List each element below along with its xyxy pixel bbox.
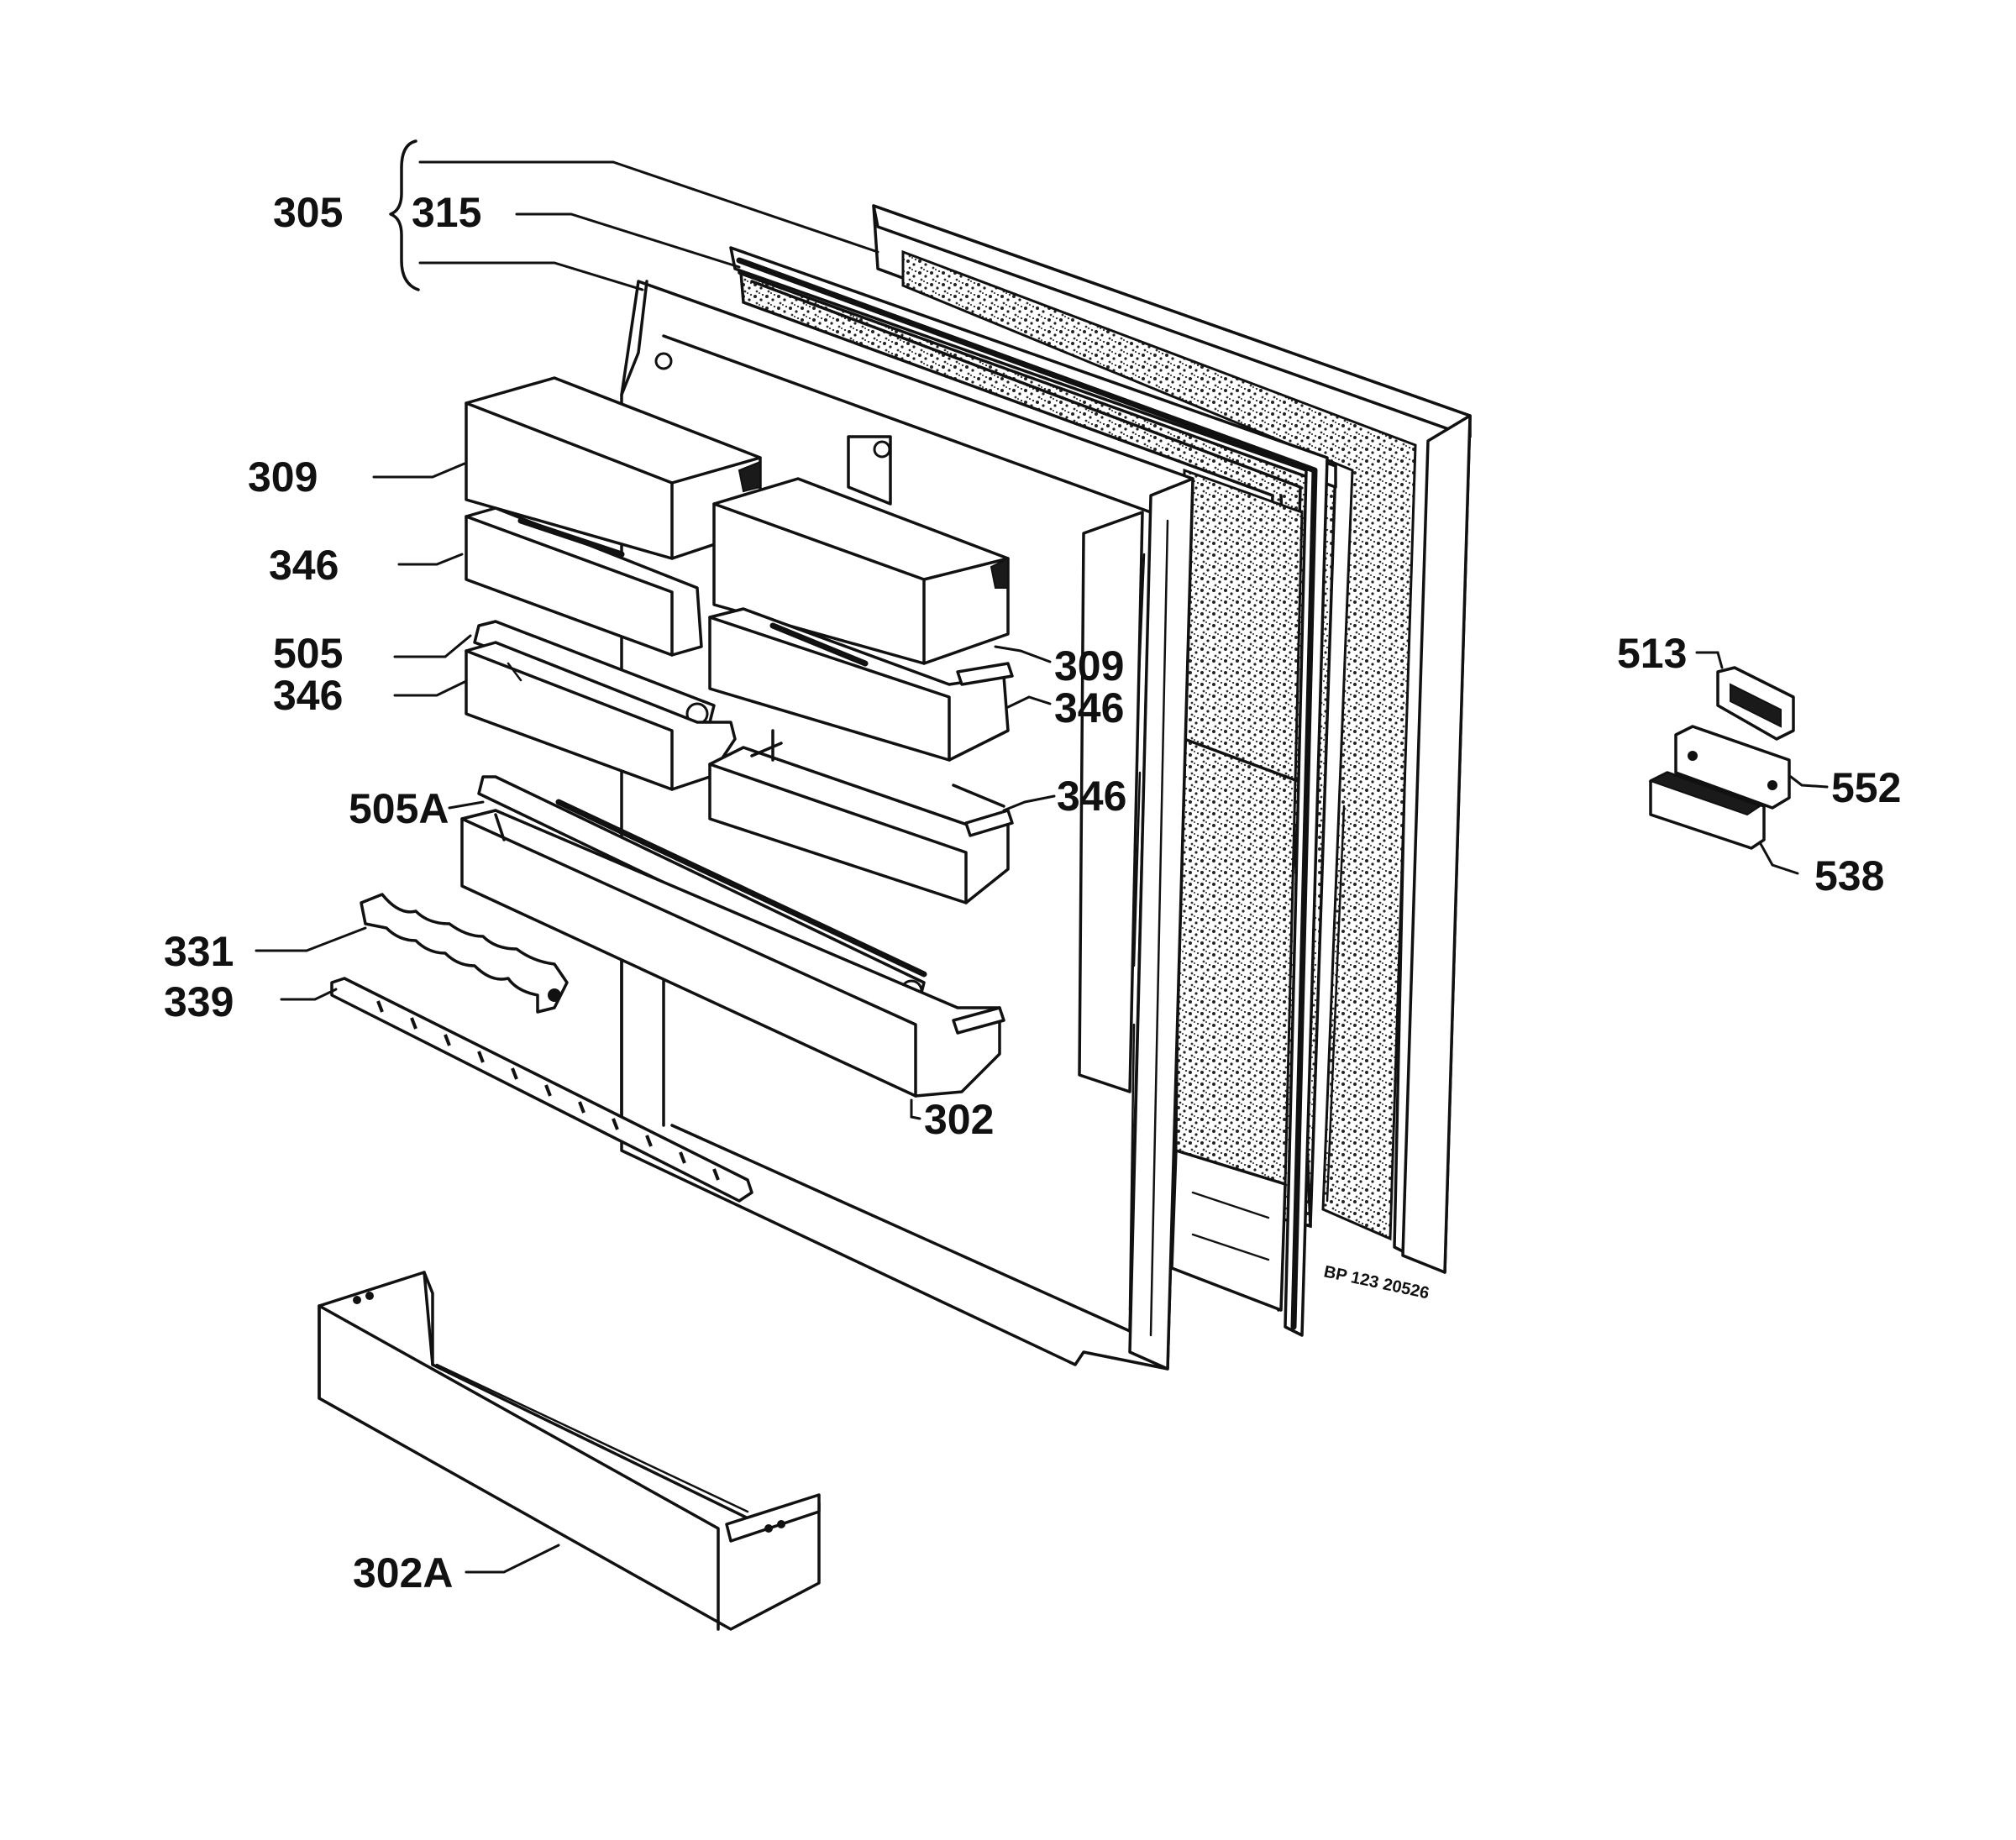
- outer-door-panel: [872, 204, 1472, 1274]
- shelf-under-box-right: [708, 607, 1014, 762]
- label-305: 305: [273, 189, 343, 236]
- handle-base: [1648, 771, 1766, 850]
- label-302a: 302A: [353, 1549, 454, 1596]
- bottom-bottle-shelf: [318, 1271, 821, 1631]
- reference-code: BP 123 20526: [1322, 1262, 1431, 1303]
- label-309-right: 309: [1054, 642, 1124, 689]
- label-315: 315: [412, 189, 481, 236]
- label-346-lower-left: 346: [273, 672, 343, 719]
- shelf-small-left: [465, 641, 737, 791]
- label-302: 302: [924, 1096, 994, 1143]
- label-339: 339: [164, 978, 234, 1025]
- label-346-upper-right: 346: [1054, 684, 1124, 731]
- label-346-lower-right: 346: [1057, 773, 1126, 820]
- bottle-rail: [330, 977, 753, 1203]
- label-538: 538: [1814, 852, 1884, 899]
- label-552: 552: [1831, 764, 1901, 811]
- label-505a: 505A: [349, 785, 449, 832]
- handle-body: [1674, 725, 1791, 810]
- label-309-left: 309: [248, 453, 318, 501]
- shelf-small-right: [708, 729, 1014, 904]
- egg-rack: [360, 893, 569, 1014]
- label-346-upper-left: 346: [269, 542, 339, 589]
- butter-box-right: [712, 477, 1010, 665]
- long-shelf: [460, 799, 1005, 1098]
- shelf-under-box-left: [465, 506, 703, 657]
- handle-cap: [1716, 666, 1795, 741]
- leader-lines: [255, 139, 1829, 1574]
- label-331: 331: [164, 928, 234, 975]
- label-513: 513: [1617, 630, 1687, 677]
- label-505: 505: [273, 630, 343, 677]
